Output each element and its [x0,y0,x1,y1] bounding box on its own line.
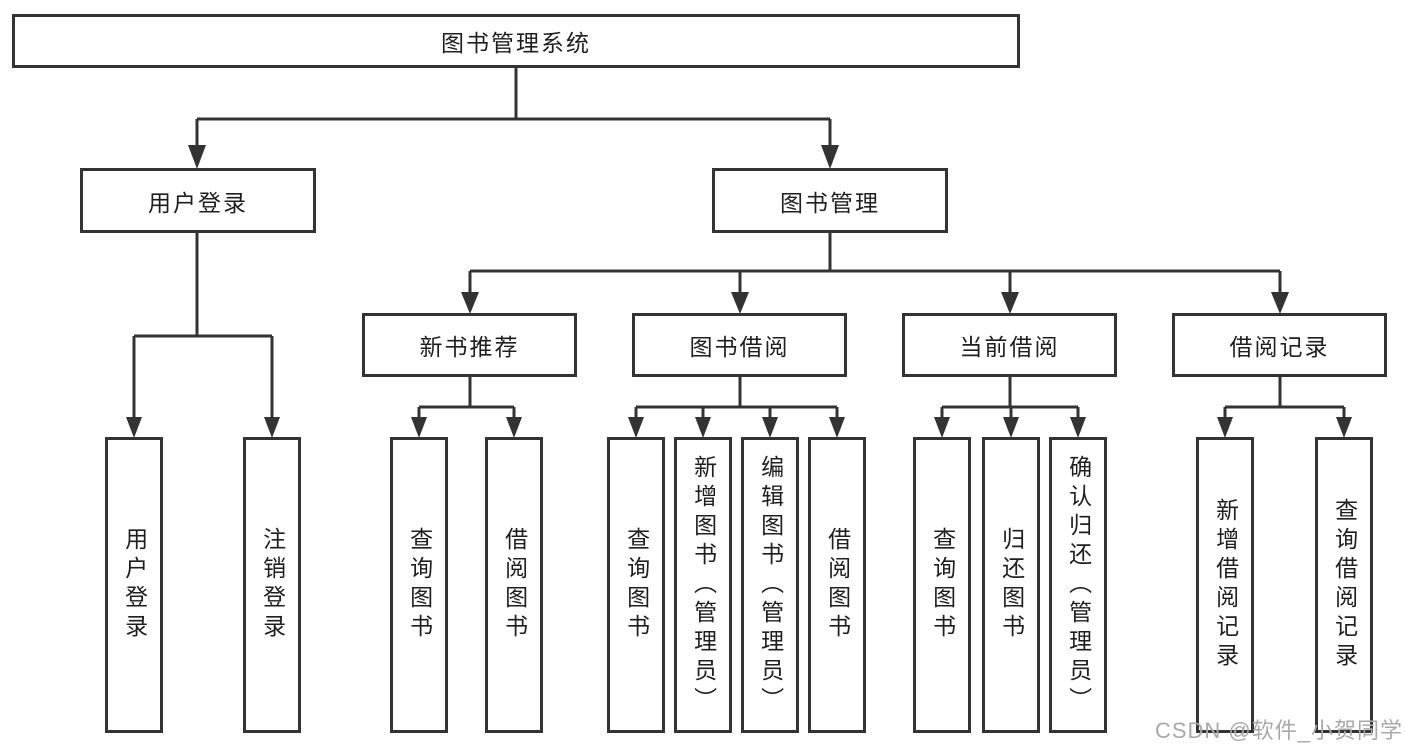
node-label: 新增借阅记录 [1212,498,1239,672]
arrow-down-icon [188,145,206,169]
arrowhead-icons [126,145,1352,438]
node-label: 编辑图书（管理员） [757,454,784,716]
connector-user-login [132,233,274,420]
connector-root [195,68,832,150]
arrow-down-icon [1070,417,1086,438]
node-label: 借阅记录 [1229,334,1330,360]
arrow-down-icon [1217,417,1233,438]
leaf-borrow-books-recommend: 借阅图书 [485,437,543,733]
leaf-query-borrow-record: 查询借阅记录 [1315,437,1373,733]
arrow-down-icon [264,417,280,438]
leaf-query-books-current: 查询图书 [913,437,971,733]
node-label: 归还图书 [998,527,1025,643]
leaf-add-borrow-record: 新增借阅记录 [1196,437,1254,733]
arrow-down-icon [695,417,711,438]
arrow-down-icon [829,417,845,438]
arrow-down-icon [506,417,522,438]
node-label: 借阅图书 [824,527,851,643]
arrow-down-icon [411,417,427,438]
node-label: 图书借阅 [689,334,790,360]
leaf-query-books-recommend: 查询图书 [390,437,448,733]
connector-borrow-record [1223,377,1346,420]
node-label: 新增图书（管理员） [690,454,717,716]
node-label: 当前借阅 [959,334,1060,360]
connector-book-management [468,233,1282,296]
node-new-book-recommend: 新书推荐 [362,313,577,377]
watermark: CSDN @软件_小贺同学 [1154,718,1403,743]
arrow-down-icon [461,292,479,314]
node-root-system: 图书管理系统 [12,14,1020,68]
arrow-down-icon [126,417,142,438]
arrow-down-icon [1271,292,1289,314]
arrow-down-icon [1003,417,1019,438]
node-label: 查询图书 [929,527,956,643]
leaf-return-book: 归还图书 [982,437,1040,733]
node-label: 查询图书 [406,527,433,643]
leaf-edit-book-admin: 编辑图书（管理员） [741,437,799,733]
node-label: 用户登录 [121,527,148,643]
arrow-down-icon [934,417,950,438]
arrow-down-icon [1001,292,1019,314]
leaf-confirm-return-admin: 确认归还（管理员） [1049,437,1107,733]
node-label: 确认归还（管理员） [1065,454,1092,716]
arrow-down-icon [821,145,839,169]
arrow-down-icon [731,292,749,314]
node-label: 查询图书 [623,527,650,643]
node-label: 新书推荐 [419,334,520,360]
connector-current-borrow [940,377,1080,420]
leaf-user-login: 用户登录 [105,437,163,733]
node-current-borrow: 当前借阅 [902,313,1117,377]
leaf-logout: 注销登录 [243,437,301,733]
leaf-add-book-admin: 新增图书（管理员） [674,437,732,733]
arrow-down-icon [762,417,778,438]
node-label: 注销登录 [259,527,286,643]
arrow-down-icon [1336,417,1352,438]
node-book-borrow: 图书借阅 [632,313,847,377]
node-label: 用户登录 [148,189,248,216]
node-book-management: 图书管理 [712,168,948,233]
node-label: 借阅图书 [501,527,528,643]
leaf-borrow-books: 借阅图书 [808,437,866,733]
arrow-down-icon [628,417,644,438]
node-borrow-record: 借阅记录 [1172,313,1387,377]
node-label: 图书管理 [780,189,880,216]
node-user-login: 用户登录 [80,168,316,233]
node-label: 查询借阅记录 [1331,498,1358,672]
node-label: 图书管理系统 [441,30,591,56]
leaf-query-books-borrow: 查询图书 [607,437,665,733]
connector-book-borrow [634,377,839,420]
connector-new-book-recommend [417,377,516,420]
